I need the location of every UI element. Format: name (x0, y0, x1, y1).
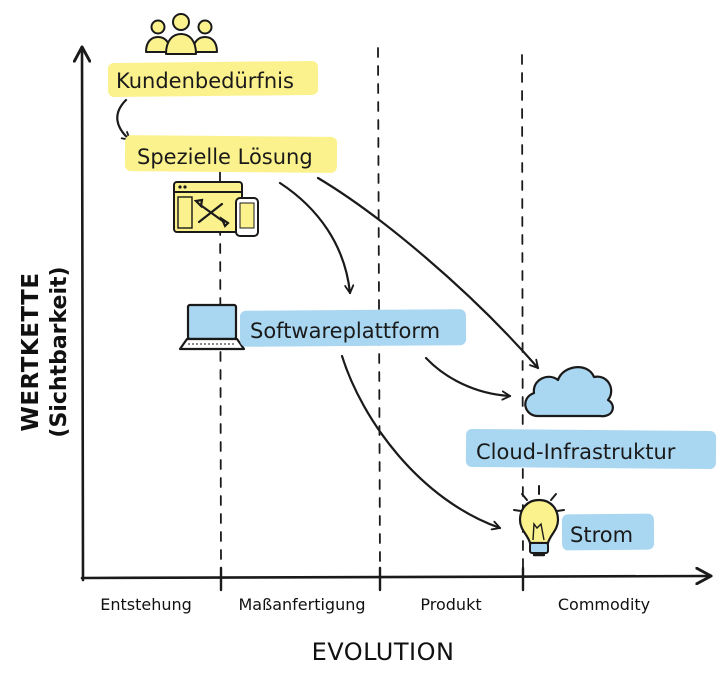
arrow-solution-to-cloud (316, 176, 540, 370)
y-axis-label: WERTKETTE (Sichtbarkeit) (18, 266, 72, 437)
arrow-platform-to-cloud (424, 356, 512, 396)
highlight-yellow (124, 135, 338, 173)
connections (116, 98, 540, 528)
node-customer-need: Kundenbedürfnis (107, 13, 319, 98)
stage-label-entstehung: Entstehung (100, 595, 192, 614)
people-icon (145, 13, 218, 55)
highlight-blue (465, 428, 717, 470)
node-cloud-infrastructure: Cloud-Infrastruktur (465, 366, 717, 470)
node-software-platform: Softwareplattform (178, 303, 467, 351)
phone-icon (235, 197, 259, 237)
node-custom-solution: Spezielle Lösung (124, 135, 338, 237)
laptop-icon (178, 303, 246, 351)
stage-label-produkt: Produkt (420, 595, 481, 614)
y-axis-line (82, 48, 83, 582)
label-power: Strom (570, 523, 633, 547)
arrow-platform-to-power (340, 354, 502, 528)
label-software-platform: Softwareplattform (250, 319, 440, 343)
highlight-blue (561, 513, 655, 551)
highlight-yellow (107, 60, 319, 98)
arrow-solution-to-platform (278, 181, 350, 295)
label-customer-need: Kundenbedürfnis (116, 69, 294, 93)
cloud-icon (524, 366, 614, 418)
arrow-need-to-solution (116, 98, 132, 142)
stage-dividers (219, 47, 524, 569)
stage-label-commodity: Commodity (558, 595, 650, 614)
x-axis-line (80, 576, 710, 578)
label-cloud-infrastructure: Cloud-Infrastruktur (476, 440, 676, 464)
x-axis-title: EVOLUTION (312, 638, 455, 666)
stage-label-massanfertigung: Maßanfertigung (239, 595, 366, 614)
node-power: Strom (513, 485, 655, 557)
lightbulb-icon (513, 485, 565, 557)
browser-tools-icon (173, 181, 243, 233)
stage-divider (219, 171, 222, 569)
stage-divider (377, 47, 381, 569)
label-custom-solution: Spezielle Lösung (137, 145, 313, 169)
axes (80, 48, 710, 592)
stage-divider (521, 54, 524, 569)
y-axis-title: WERTKETTE (18, 272, 44, 431)
highlight-blue (239, 309, 467, 347)
y-axis-subtitle: (Sichtbarkeit) (47, 266, 72, 437)
x-axis-stage-labels: Entstehung Maßanfertigung Produkt Commod… (100, 595, 650, 614)
